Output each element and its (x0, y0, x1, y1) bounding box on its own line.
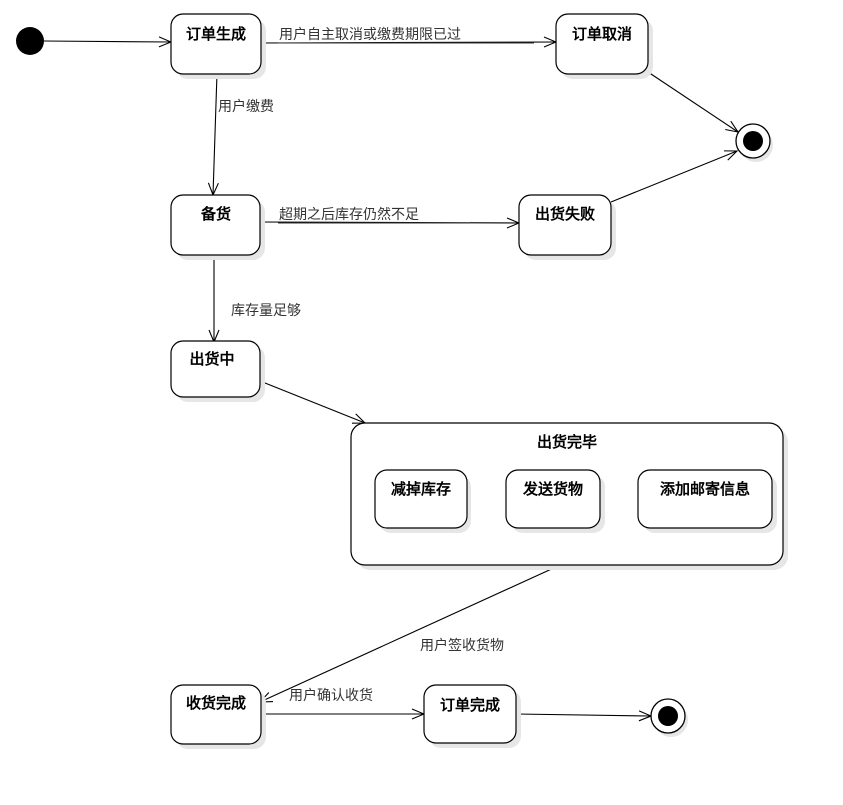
edge-ship-failed-to-final (610, 151, 737, 203)
final-node-bottom (650, 698, 688, 737)
state-send-goods: 发送货物 (505, 469, 605, 533)
state-order-done: 订单完成 (423, 684, 521, 748)
state-order-cancelled-label: 订单取消 (572, 25, 632, 43)
initial-node (16, 27, 44, 55)
state-receipt-done: 收货完成 (170, 684, 266, 749)
final-node-top (735, 123, 773, 162)
state-reduce-stock-label: 减掉库存 (391, 480, 451, 498)
state-order-done-label: 订单完成 (440, 696, 500, 714)
state-order-created-label: 订单生成 (186, 25, 246, 43)
state-stocking-label: 备货 (200, 205, 231, 223)
state-stocking: 备货 (170, 194, 265, 260)
label-stock-enough: 库存量足够 (231, 303, 301, 319)
state-ship-failed-label: 出货失败 (535, 205, 595, 223)
state-receipt-done-label: 收货完成 (186, 694, 246, 712)
edge-order-created-to-stocking (213, 72, 217, 195)
edge-cancelled-to-final (647, 71, 738, 132)
label-overdue-stock-short: 超期之后库存仍然不足 (279, 206, 419, 223)
edge-order-done-to-final (515, 714, 651, 716)
state-order-created: 订单生成 (170, 13, 266, 79)
label-cancel-or-expired: 用户自主取消或缴费期限已过 (279, 26, 461, 43)
state-shipping: 出货中 (170, 340, 265, 402)
edge-initial-to-order-created (43, 41, 171, 42)
state-shipped-done-label: 出货完毕 (537, 433, 597, 451)
state-send-goods-label: 发送货物 (522, 480, 583, 498)
state-reduce-stock: 减掉库存 (374, 469, 471, 533)
state-shipping-label: 出货中 (189, 350, 234, 368)
state-add-mail-info-label: 添加邮寄信息 (660, 480, 750, 498)
label-user-confirms: 用户确认收货 (289, 687, 373, 704)
edge-shipping-to-shipped-done (259, 380, 365, 423)
state-order-cancelled: 订单取消 (555, 13, 653, 79)
state-ship-failed: 出货失败 (518, 194, 616, 260)
label-user-pays: 用户缴费 (218, 98, 274, 115)
label-user-signs: 用户签收货物 (420, 637, 504, 654)
state-add-mail-info: 添加邮寄信息 (637, 469, 777, 533)
